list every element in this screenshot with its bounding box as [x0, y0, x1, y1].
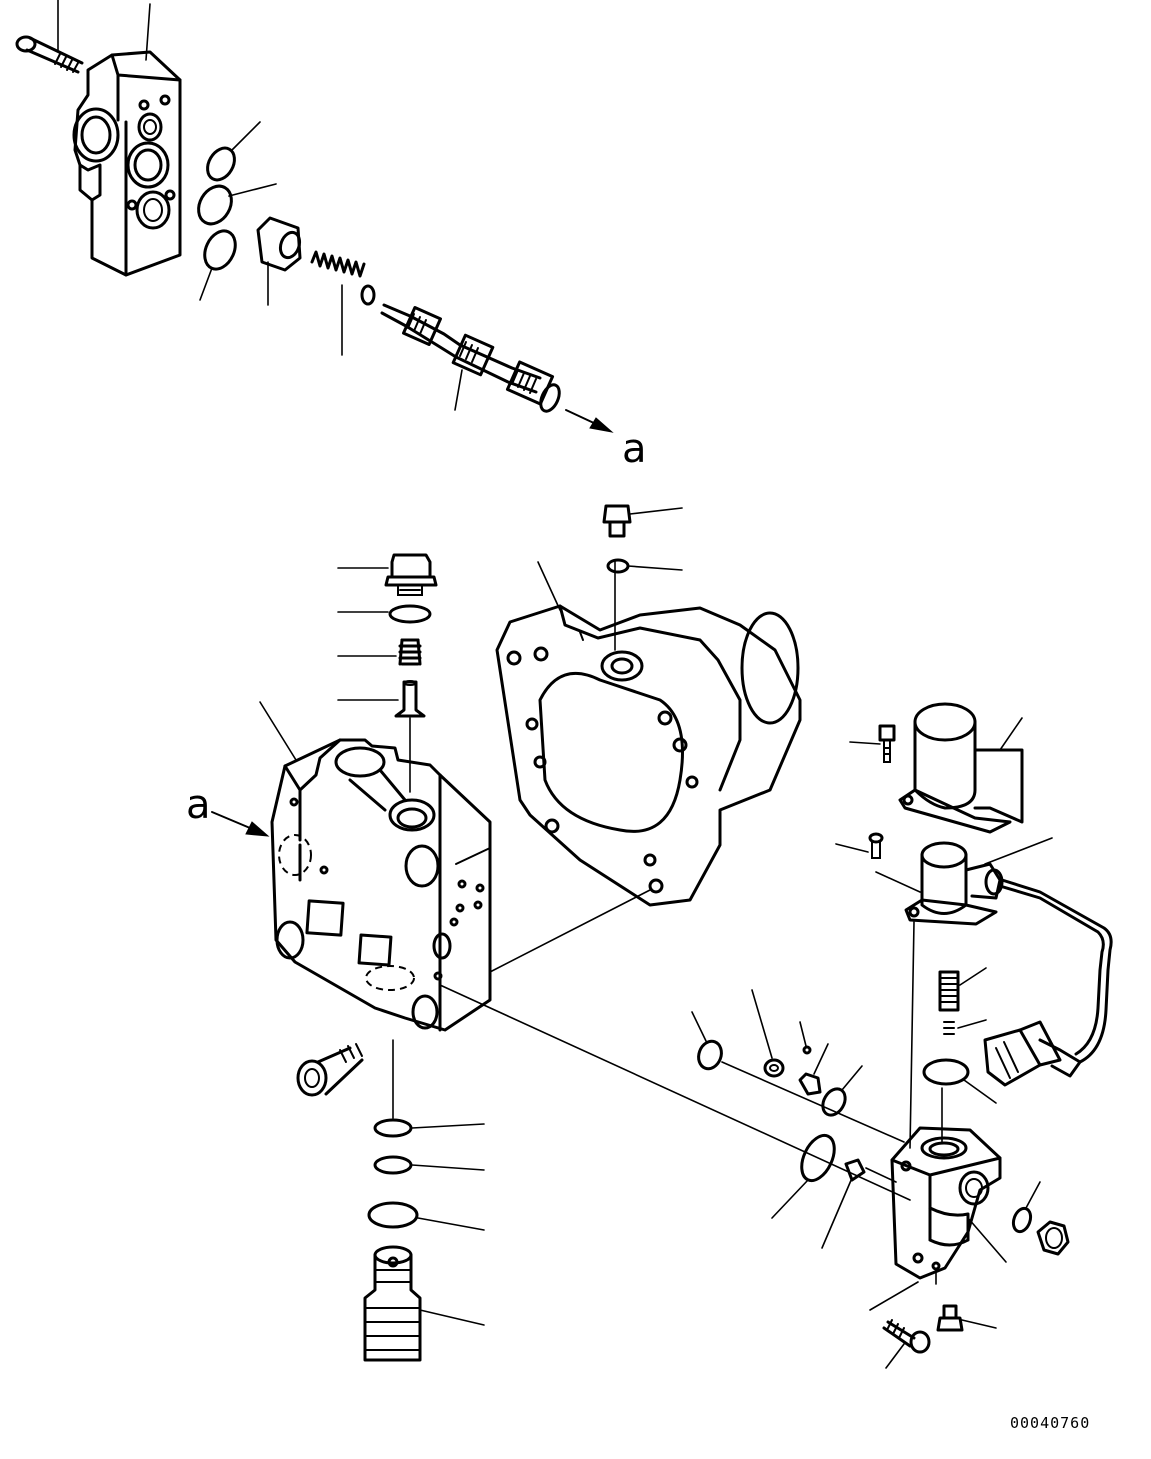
- bolt-lower-left: [296, 1043, 364, 1097]
- screw-solenoid: [835, 832, 921, 893]
- plug-stack: [337, 553, 438, 793]
- cartridge-valve: [363, 1245, 485, 1362]
- lower-stack: [363, 1039, 485, 1362]
- spring-top: [310, 250, 376, 356]
- small-fittings: [691, 989, 905, 1249]
- solenoid-bracket: [898, 702, 1024, 834]
- plug: [337, 553, 438, 596]
- spring-plug: [337, 638, 422, 666]
- detail-label-left: a: [186, 782, 211, 828]
- o-ring-medium: [771, 1133, 836, 1219]
- spring-solenoid: [922, 967, 997, 1104]
- o-ring-small-b: [821, 1065, 863, 1117]
- ball-small: [799, 1021, 812, 1055]
- bolt-top: [15, 35, 84, 74]
- o-ring-plug: [337, 604, 432, 624]
- plug-right: [1036, 1220, 1070, 1256]
- orifice-plug: [798, 1043, 829, 1096]
- drawing-number: 00040760: [1010, 1414, 1090, 1432]
- main-valve-body: a: [186, 701, 911, 1201]
- small-valve-block: [869, 1126, 1007, 1311]
- solenoid-coil: [904, 837, 1113, 1064]
- solenoid-assembly: [835, 702, 1113, 1149]
- plug-fitting: [821, 1158, 866, 1249]
- nut-small: [751, 989, 785, 1078]
- plug-small-lower: [936, 1304, 997, 1332]
- sleeve: [256, 216, 302, 306]
- motor-housing: [495, 559, 802, 907]
- spool: [380, 303, 561, 413]
- screw-bracket: [849, 724, 896, 763]
- connector: [983, 1020, 1082, 1087]
- o-ring-group-top: [197, 121, 277, 301]
- o-ring-right: [1011, 1181, 1041, 1234]
- bolt-housing: [602, 504, 683, 574]
- o-ring-small-a: [691, 1011, 723, 1071]
- upper-assembly: a: [15, 0, 647, 472]
- end-cover-block: [72, 50, 182, 277]
- detail-label-top: a: [622, 426, 647, 472]
- check-poppet: [337, 680, 426, 718]
- bolt-small-lower: [882, 1319, 931, 1369]
- detail-arrow-top: a: [565, 409, 647, 472]
